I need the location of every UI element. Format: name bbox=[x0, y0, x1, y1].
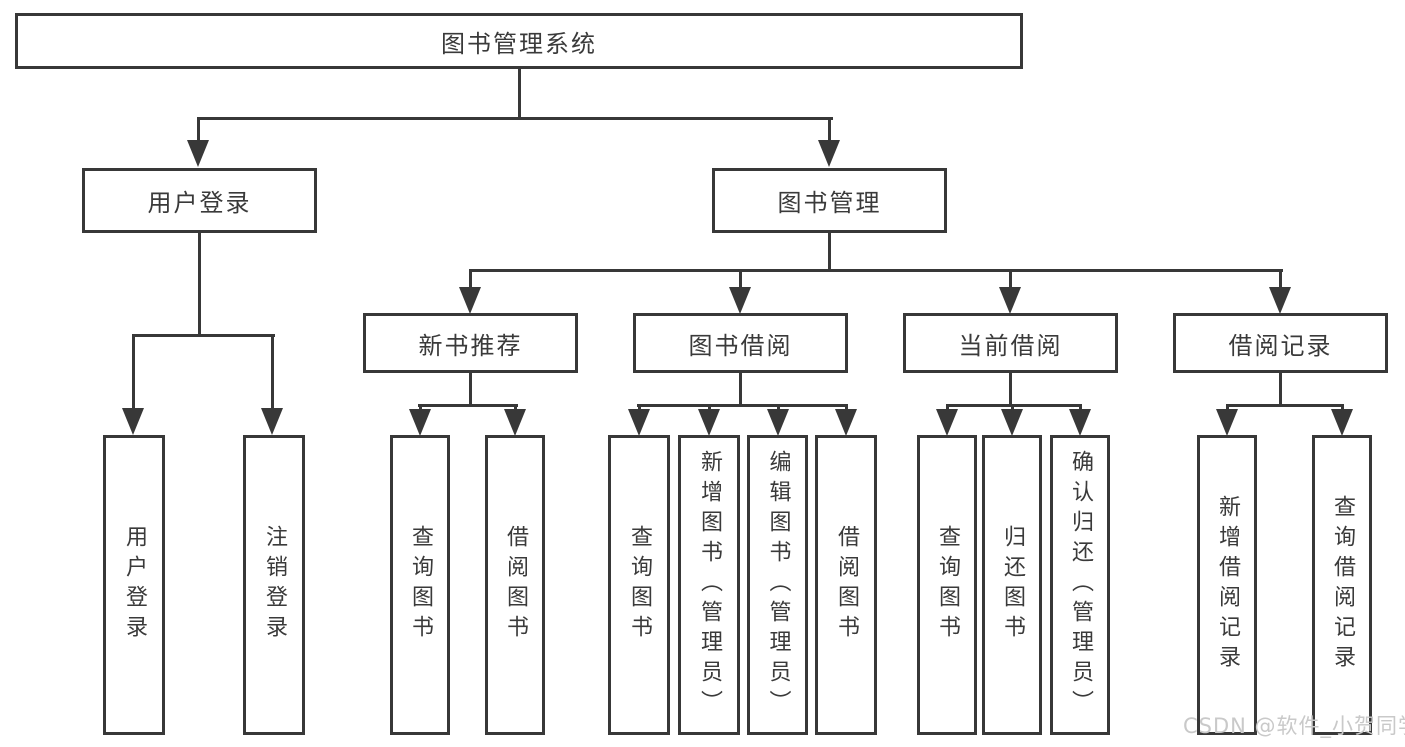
leaf-confirm-return-admin-label: 确认归还（管理员） bbox=[1068, 450, 1093, 720]
connector-bb-drop bbox=[739, 370, 742, 407]
node-current-borrow-label: 当前借阅 bbox=[958, 331, 1063, 360]
leaf-edit-book-admin-label: 编辑图书（管理员） bbox=[765, 450, 791, 720]
node-root: 图书管理系统 bbox=[15, 13, 1023, 69]
arrowhead-bb-leaf1 bbox=[628, 409, 650, 436]
connector-level3-rail bbox=[469, 269, 1283, 272]
node-new-book-recommend: 新书推荐 bbox=[363, 313, 578, 373]
arrowhead-borrow-record bbox=[1269, 287, 1291, 314]
leaf-return-book-label: 归还图书 bbox=[1000, 525, 1025, 645]
leaf-query-books-1: 查询图书 bbox=[390, 435, 450, 735]
csdn-watermark: CSDN @软件_小贺同学 bbox=[1183, 714, 1405, 738]
leaf-add-borrow-record: 新增借阅记录 bbox=[1197, 435, 1257, 735]
connector-login-leaf-stem bbox=[132, 334, 135, 412]
arrowhead-bb-leaf2 bbox=[698, 409, 720, 436]
leaf-query-books-1-label: 查询图书 bbox=[408, 525, 433, 645]
leaf-user-login: 用户登录 bbox=[103, 435, 165, 735]
leaf-user-login-label: 用户登录 bbox=[122, 525, 147, 645]
leaf-add-book-admin-label: 新增图书（管理员） bbox=[697, 450, 722, 720]
connector-user-login-drop bbox=[198, 230, 201, 336]
arrowhead-book-mgmt bbox=[818, 140, 840, 167]
connector-nb-rail bbox=[418, 404, 518, 407]
connector-br-drop bbox=[1279, 370, 1282, 407]
node-new-book-recommend-label: 新书推荐 bbox=[418, 331, 523, 360]
arrowhead-br-leaf1 bbox=[1216, 409, 1238, 436]
arrowhead-new-book bbox=[459, 287, 481, 314]
arrowhead-book-borrow bbox=[729, 287, 751, 314]
arrowhead-login-leaf bbox=[122, 408, 144, 435]
node-current-borrow: 当前借阅 bbox=[903, 313, 1118, 373]
connector-book-borrow-stem bbox=[739, 269, 742, 291]
arrowhead-bb-leaf4 bbox=[835, 409, 857, 436]
leaf-borrow-books-1: 借阅图书 bbox=[485, 435, 545, 735]
leaf-borrow-books-1-label: 借阅图书 bbox=[503, 525, 528, 645]
node-borrow-record-label: 借阅记录 bbox=[1228, 331, 1333, 360]
arrowhead-cb-leaf1 bbox=[936, 409, 958, 436]
arrowhead-logout-leaf bbox=[261, 408, 283, 435]
arrowhead-cb-leaf3 bbox=[1069, 409, 1091, 436]
leaf-query-books-3-label: 查询图书 bbox=[935, 525, 960, 645]
connector-br-rail bbox=[1226, 404, 1344, 407]
connector-book-mgmt-stem bbox=[828, 117, 831, 145]
connector-book-mgmt-drop bbox=[828, 230, 831, 272]
connector-cb-rail bbox=[946, 404, 1082, 407]
node-book-borrow: 图书借阅 bbox=[633, 313, 848, 373]
leaf-logout-label: 注销登录 bbox=[262, 525, 287, 645]
arrowhead-user-login bbox=[187, 140, 209, 167]
node-book-borrow-label: 图书借阅 bbox=[688, 331, 793, 360]
leaf-query-borrow-record: 查询借阅记录 bbox=[1312, 435, 1372, 735]
leaf-return-book: 归还图书 bbox=[982, 435, 1042, 735]
connector-borrow-record-stem bbox=[1279, 269, 1282, 291]
node-borrow-record: 借阅记录 bbox=[1173, 313, 1388, 373]
leaf-borrow-books-2-label: 借阅图书 bbox=[834, 525, 859, 645]
arrowhead-current-borrow bbox=[999, 287, 1021, 314]
connector-user-login-rail bbox=[132, 334, 275, 337]
connector-bb-rail bbox=[637, 404, 847, 407]
leaf-query-books-2: 查询图书 bbox=[608, 435, 670, 735]
node-user-login-label: 用户登录 bbox=[147, 189, 252, 217]
connector-nb-drop bbox=[469, 370, 472, 407]
node-book-management: 图书管理 bbox=[712, 168, 947, 233]
arrowhead-nb-leaf1 bbox=[409, 409, 431, 436]
leaf-borrow-books-2: 借阅图书 bbox=[815, 435, 877, 735]
connector-root-stem bbox=[518, 66, 521, 120]
leaf-add-borrow-record-label: 新增借阅记录 bbox=[1215, 495, 1240, 675]
connector-level2-rail bbox=[197, 117, 833, 120]
connector-new-book-stem bbox=[469, 269, 472, 291]
arrowhead-nb-leaf2 bbox=[504, 409, 526, 436]
leaf-add-book-admin: 新增图书（管理员） bbox=[678, 435, 740, 735]
connector-cb-drop bbox=[1009, 370, 1012, 407]
connector-user-login-stem bbox=[197, 117, 200, 145]
arrowhead-br-leaf2 bbox=[1331, 409, 1353, 436]
leaf-confirm-return-admin: 确认归还（管理员） bbox=[1050, 435, 1110, 735]
arrowhead-bb-leaf3 bbox=[767, 409, 789, 436]
node-root-label: 图书管理系统 bbox=[441, 29, 597, 58]
leaf-query-borrow-record-label: 查询借阅记录 bbox=[1330, 495, 1355, 675]
node-user-login: 用户登录 bbox=[82, 168, 317, 233]
node-book-management-label: 图书管理 bbox=[777, 189, 882, 217]
leaf-logout: 注销登录 bbox=[243, 435, 305, 735]
leaf-edit-book-admin: 编辑图书（管理员） bbox=[747, 435, 808, 735]
arrowhead-cb-leaf2 bbox=[1001, 409, 1023, 436]
leaf-query-books-3: 查询图书 bbox=[917, 435, 977, 735]
leaf-query-books-2-label: 查询图书 bbox=[627, 525, 652, 645]
connector-logout-leaf-stem bbox=[271, 334, 274, 412]
connector-current-borrow-stem bbox=[1009, 269, 1012, 291]
